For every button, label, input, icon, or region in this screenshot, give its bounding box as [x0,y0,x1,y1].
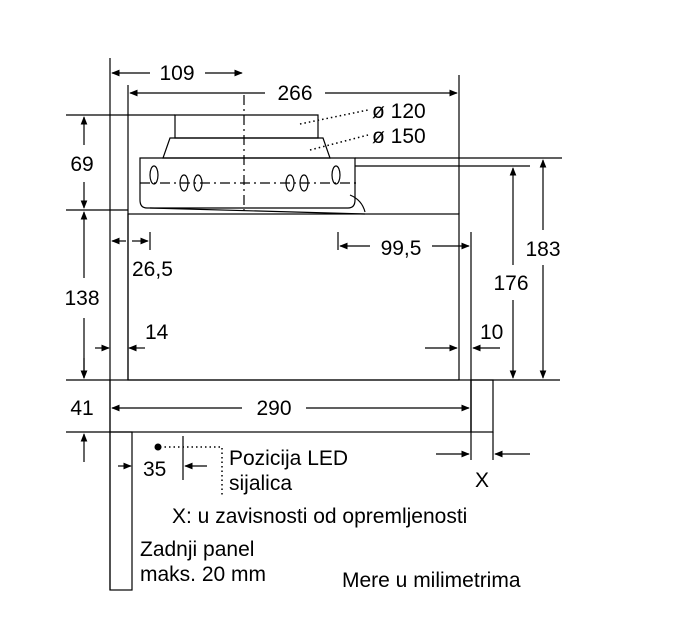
leader-led [160,446,223,495]
label-dia-150: ø 150 [372,125,426,148]
x-note: X: u zavisnosti od opremljenosti [172,505,467,528]
duct-base [162,137,331,159]
label-35: 35 [143,458,166,481]
mounting-plate-lip [149,207,366,215]
label-69: 69 [70,153,93,176]
label-10: 10 [480,321,503,344]
led-note-line2: sijalica [229,472,292,495]
label-41: 41 [70,397,93,420]
mounting-plate [139,157,356,209]
front-trim [470,379,494,433]
bracket-detail [349,194,366,213]
label-176: 176 [493,272,528,295]
label-266: 266 [277,82,312,105]
label-26-5: 26,5 [132,258,173,281]
leader-dia-120 [299,109,369,125]
led-note-line1: Pozicija LED [229,447,348,470]
led-position-dot [154,443,162,451]
leader-dia-150 [309,134,369,151]
back-panel-note-line1: Zadnji panel [140,538,254,561]
label-290: 290 [256,397,291,420]
duct-collar [174,114,319,139]
label-183: 183 [525,238,560,261]
label-14: 14 [145,321,169,344]
label-99-5: 99,5 [381,237,422,260]
label-138: 138 [64,287,99,310]
label-109: 109 [159,62,194,85]
back-panel-note-line2: maks. 20 mm [140,563,266,586]
label-x: X [475,469,489,492]
mounting-holes [149,165,341,192]
back-panel [109,431,133,591]
units-note: Mere u milimetrima [342,569,521,592]
label-dia-120: ø 120 [372,100,426,123]
extension-lines [66,75,562,460]
